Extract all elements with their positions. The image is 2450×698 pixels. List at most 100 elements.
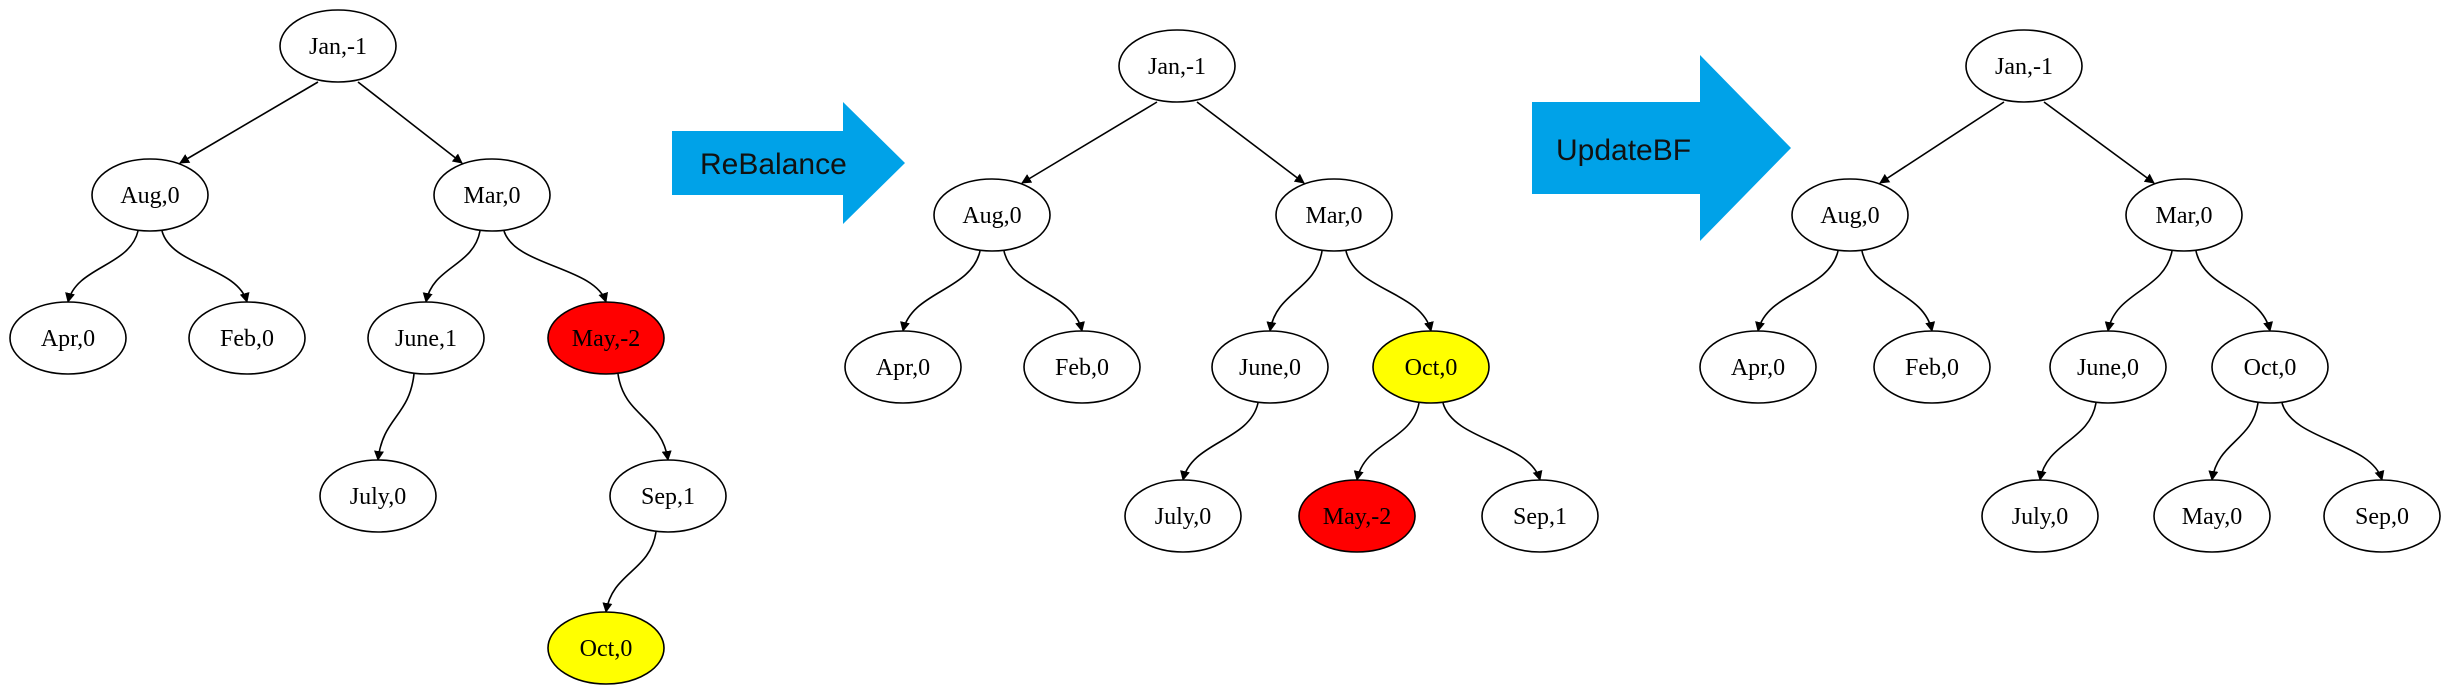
node-july-ellipse — [1124, 479, 1242, 553]
node-may: May,-2 — [547, 301, 665, 375]
node-apr: Apr,0 — [1699, 330, 1817, 404]
node-july-label: July,0 — [1155, 504, 1211, 530]
node-mar-label: Mar,0 — [2155, 203, 2212, 229]
updatebf-arrow-shape — [1532, 55, 1791, 241]
edge-aug-feb — [161, 230, 250, 303]
edge-aug-apr — [900, 250, 981, 332]
step-arrow-rebalance: ReBalance — [672, 102, 905, 224]
edge-mar-june — [1266, 250, 1323, 332]
node-feb-label: Feb,0 — [1905, 355, 1959, 381]
node-feb: Feb,0 — [188, 301, 306, 375]
node-feb-ellipse — [1023, 330, 1141, 404]
node-oct-label: Oct,0 — [2244, 355, 2297, 381]
edge-aug-feb — [1861, 250, 1936, 332]
node-aug-label: Aug,0 — [1820, 203, 1879, 229]
node-sep-ellipse — [1481, 479, 1599, 553]
node-apr: Apr,0 — [9, 301, 127, 375]
node-sep-ellipse — [609, 459, 727, 533]
node-aug: Aug,0 — [933, 178, 1051, 252]
edge-june-july — [374, 373, 415, 461]
node-july: July,0 — [319, 459, 437, 533]
node-june-ellipse — [2049, 330, 2167, 404]
node-oct-ellipse — [547, 611, 665, 685]
edge-mar-may — [503, 230, 608, 303]
edge-mar-june — [422, 230, 481, 303]
node-may-ellipse — [547, 301, 665, 375]
node-july: July,0 — [1981, 479, 2099, 553]
node-july-ellipse — [319, 459, 437, 533]
edge-june-july — [2036, 402, 2097, 481]
node-apr-label: Apr,0 — [41, 326, 95, 352]
node-june-label: June,0 — [1239, 355, 1301, 381]
node-sep: Sep,1 — [609, 459, 727, 533]
node-may-label: May,0 — [2182, 504, 2242, 530]
node-oct-label: Oct,0 — [580, 636, 633, 662]
node-may-ellipse — [1298, 479, 1416, 553]
updatebf-label: UpdateBF — [1556, 134, 1691, 167]
node-oct-ellipse — [2211, 330, 2329, 404]
edge-oct-sep — [1442, 402, 1543, 481]
edge-oct-may — [2208, 402, 2259, 481]
node-may: May,0 — [2153, 479, 2271, 553]
node-aug: Aug,0 — [91, 158, 209, 232]
step-arrow-updatebf: UpdateBF — [1532, 55, 1791, 241]
node-apr-ellipse — [9, 301, 127, 375]
node-may-ellipse — [2153, 479, 2271, 553]
node-june-ellipse — [1211, 330, 1329, 404]
edge-jan-mar — [357, 81, 463, 164]
node-july-label: July,0 — [350, 484, 406, 510]
node-july-label: July,0 — [2012, 504, 2068, 530]
node-oct: Oct,0 — [1372, 330, 1490, 404]
node-may-label: May,-2 — [1323, 504, 1391, 530]
node-july: July,0 — [1124, 479, 1242, 553]
node-mar-label: Mar,0 — [463, 183, 520, 209]
node-jan: Jan,-1 — [1118, 29, 1236, 103]
node-june-label: June,1 — [395, 326, 457, 352]
node-sep: Sep,0 — [2323, 479, 2441, 553]
node-aug-ellipse — [91, 158, 209, 232]
edge-jan-mar — [1196, 101, 1305, 184]
node-sep-label: Sep,0 — [2355, 504, 2409, 530]
node-mar-ellipse — [1275, 178, 1393, 252]
node-jan: Jan,-1 — [1965, 29, 2083, 103]
node-june: June,0 — [2049, 330, 2167, 404]
node-june: June,1 — [367, 301, 485, 375]
edge-mar-june — [2104, 250, 2173, 332]
node-sep: Sep,1 — [1481, 479, 1599, 553]
node-jan-ellipse — [1118, 29, 1236, 103]
edge-oct-may — [1353, 402, 1420, 481]
edge-mar-oct — [1345, 250, 1434, 332]
edge-sep-oct — [602, 531, 657, 613]
node-apr-ellipse — [1699, 330, 1817, 404]
rebalance-label: ReBalance — [700, 148, 847, 181]
node-mar-label: Mar,0 — [1305, 203, 1362, 229]
node-feb-ellipse — [188, 301, 306, 375]
node-jan-ellipse — [1965, 29, 2083, 103]
node-feb: Feb,0 — [1873, 330, 1991, 404]
node-apr-ellipse — [844, 330, 962, 404]
node-aug-ellipse — [1791, 178, 1909, 252]
node-feb-label: Feb,0 — [1055, 355, 1109, 381]
node-jan-label: Jan,-1 — [1148, 54, 1206, 80]
node-oct: Oct,0 — [2211, 330, 2329, 404]
edge-jan-mar — [2043, 101, 2155, 184]
node-aug: Aug,0 — [1791, 178, 1909, 252]
node-mar: Mar,0 — [433, 158, 551, 232]
node-feb: Feb,0 — [1023, 330, 1141, 404]
edge-jan-aug — [179, 81, 319, 164]
node-jan: Jan,-1 — [279, 9, 397, 83]
node-mar: Mar,0 — [1275, 178, 1393, 252]
node-sep-label: Sep,1 — [1513, 504, 1567, 530]
node-aug-label: Aug,0 — [962, 203, 1021, 229]
node-aug-ellipse — [933, 178, 1051, 252]
edge-jan-aug — [1879, 101, 2005, 184]
node-mar-ellipse — [433, 158, 551, 232]
edge-oct-sep — [2281, 402, 2385, 481]
edge-aug-apr — [65, 230, 139, 303]
node-feb-ellipse — [1873, 330, 1991, 404]
node-jan-label: Jan,-1 — [309, 34, 367, 60]
node-oct: Oct,0 — [547, 611, 665, 685]
